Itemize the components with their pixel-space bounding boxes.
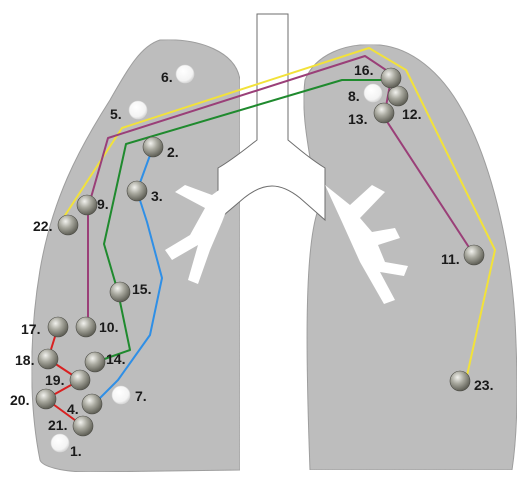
node-label: 18. [15, 352, 34, 368]
grey-node-marker [450, 371, 470, 391]
grey-node-marker [374, 103, 394, 123]
white-node-marker [364, 84, 382, 102]
white-node-marker [176, 65, 194, 83]
grey-node-marker [76, 317, 96, 337]
white-node-marker [129, 101, 147, 119]
grey-node-marker [381, 68, 401, 88]
grey-node-marker [127, 181, 147, 201]
node-label: 8. [348, 88, 360, 104]
grey-node-marker [464, 245, 484, 265]
node-label: 15. [132, 281, 151, 297]
grey-node-marker [143, 137, 163, 157]
grey-node-marker [77, 195, 97, 215]
node-label: 16. [354, 62, 373, 78]
grey-node-marker [38, 349, 58, 369]
white-node-marker [51, 434, 69, 452]
grey-node-marker [48, 317, 68, 337]
node-label: 12. [402, 106, 421, 122]
node-label: 20. [10, 392, 29, 408]
node-label: 17. [21, 321, 40, 337]
node-label: 9. [97, 196, 109, 212]
node-label: 13. [348, 111, 367, 127]
node-label: 10. [99, 319, 118, 335]
node-label: 14. [106, 351, 125, 367]
node-label: 21. [48, 417, 67, 433]
node-label: 2. [167, 144, 179, 160]
node-label: 19. [45, 372, 64, 388]
node-label: 5. [110, 106, 122, 122]
grey-node-marker [58, 215, 78, 235]
grey-node-marker [82, 394, 102, 414]
node-label: 4. [67, 401, 79, 417]
grey-node-marker [388, 86, 408, 106]
grey-node-marker [73, 416, 93, 436]
grey-node-marker [85, 352, 105, 372]
grey-node-marker [70, 370, 90, 390]
node-label: 11. [441, 251, 460, 267]
node-label: 3. [151, 188, 163, 204]
white-node-marker [112, 386, 130, 404]
node-label: 6. [161, 69, 173, 85]
node-label: 22. [33, 218, 52, 234]
node-label: 7. [135, 388, 147, 404]
grey-node-marker [36, 389, 56, 409]
node-label: 23. [474, 377, 493, 393]
grey-node-marker [110, 282, 130, 302]
node-label: 1. [70, 443, 82, 459]
